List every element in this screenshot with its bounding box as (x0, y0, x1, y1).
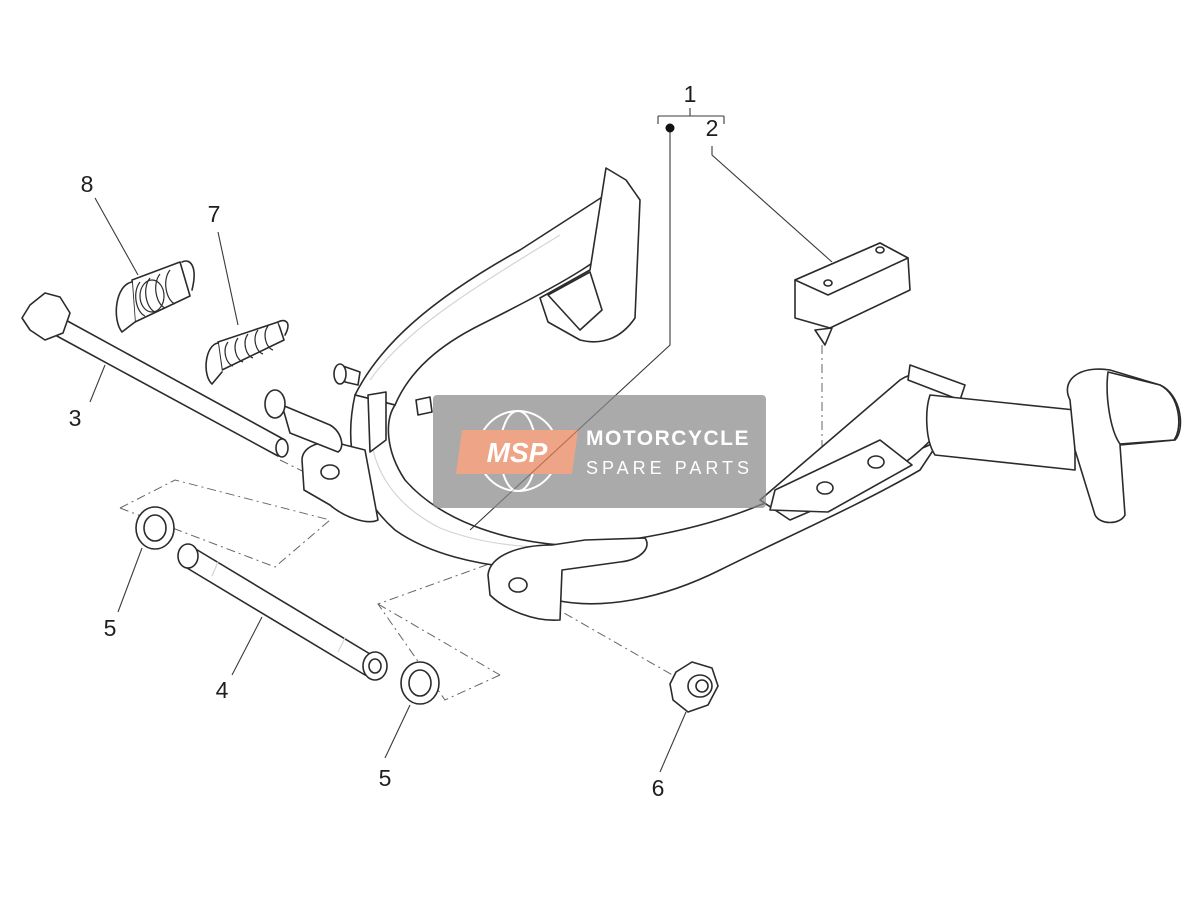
callout-4: 4 (216, 677, 229, 703)
pivot-pin (264, 363, 361, 453)
rubber-pad (794, 242, 911, 346)
callout-3: 3 (69, 405, 82, 431)
lock-nut (669, 661, 719, 713)
washer-left (135, 506, 175, 550)
watermark-panel (433, 395, 766, 508)
callout-labels: 1 2 3 4 5 5 6 7 8 (69, 81, 719, 801)
spring-large (115, 260, 195, 333)
watermark-line2: SPARE PARTS (586, 458, 753, 478)
pivot-tube (177, 543, 388, 681)
kit-marker-dot (665, 123, 675, 133)
callout-5-left: 5 (104, 615, 117, 641)
callout-2: 2 (706, 115, 719, 141)
center-stand (301, 167, 1182, 621)
msp-logo-badge (456, 430, 578, 474)
callout-1: 1 (684, 81, 697, 107)
watermark: MSP MOTORCYCLE SPARE PARTS (433, 395, 766, 508)
pivot-bolt (21, 292, 289, 458)
washer-right (400, 661, 440, 705)
callout-8: 8 (81, 171, 94, 197)
spring-small (205, 319, 289, 385)
msp-logo-text: MSP (487, 437, 548, 468)
callout-5-right: 5 (379, 765, 392, 791)
callout-7: 7 (208, 201, 221, 227)
callout-6: 6 (652, 775, 665, 801)
watermark-line1: MOTORCYCLE (586, 427, 750, 450)
